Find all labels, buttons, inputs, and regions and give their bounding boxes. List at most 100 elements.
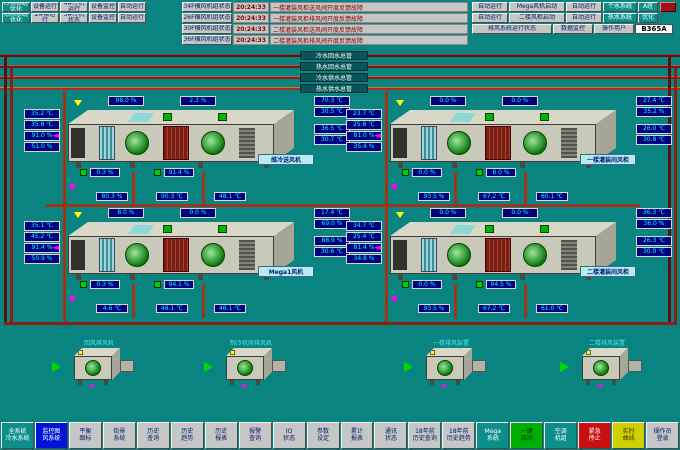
alarm-source-button[interactable]: 34F横风机组状态 — [182, 2, 232, 12]
unit-leg — [398, 274, 403, 280]
sensor-value: 25.4 ℃ — [346, 232, 382, 242]
system-status-button[interactable]: 4#冷机运行 — [60, 2, 88, 12]
airflow-arrow: ◄ — [240, 382, 246, 390]
intake-section — [71, 240, 85, 270]
sensor-value: 60.1 ℃ — [536, 192, 568, 201]
alarm-source-button[interactable]: 36F横风机组状态 — [182, 35, 232, 45]
optimize-button[interactable]: 优化 — [638, 13, 658, 23]
alarm-timestamp: 20:24:33 — [233, 24, 269, 34]
system-status-button[interactable]: 设备监控 — [89, 13, 117, 23]
ahu-name-label: 一楼灌装间风柜 — [580, 154, 636, 165]
toolbar-button[interactable]: 实时 曲线 — [612, 422, 645, 449]
toolbar-button[interactable]: 一键 启动 — [510, 422, 543, 449]
unit-leg — [76, 162, 81, 168]
valve-position-value: 0.3 % — [90, 168, 120, 177]
toolbar-button[interactable]: Mega 系统 — [476, 422, 509, 449]
system-status-button[interactable]: 设备监控 — [89, 2, 117, 12]
unit-leg — [230, 380, 234, 385]
fan-motor-icon — [540, 225, 549, 233]
toolbar-button[interactable]: 通讯 状态 — [374, 422, 407, 449]
airflow-arrow — [396, 212, 404, 218]
toolbar-button[interactable]: 街景 系统 — [103, 422, 136, 449]
toolbar-button[interactable]: 全系统 冷水系统 — [1, 422, 34, 449]
valve-position-value: 94.1 % — [164, 280, 194, 289]
system-status-button[interactable]: 自动运行 — [118, 13, 146, 23]
shift-button[interactable]: A班 — [638, 2, 658, 12]
alarm-message: 二楼灌装风柜送风阀开度反馈故障 — [270, 24, 468, 34]
system-status-button[interactable]: 设备运行 — [31, 2, 59, 12]
run-mode-button[interactable]: 自动运行 — [566, 2, 602, 12]
sensor-value: 48.1 ℃ — [214, 192, 246, 201]
damper-position-value: 0.0 % — [502, 96, 538, 106]
alarm-source-button[interactable]: 30F横风机组状态 — [182, 24, 232, 34]
system-status-button[interactable]: 2#泵运行 — [31, 13, 59, 23]
run-mode-button[interactable]: 自动运行 — [472, 2, 508, 12]
exhaust-fan-label: 二楼排风装置 — [552, 338, 662, 347]
toolbar-button[interactable]: 监控图 风系统 — [35, 422, 68, 449]
airflow-arrow — [74, 212, 82, 218]
alarm-source-button[interactable]: 26F横风机组状态 — [182, 13, 232, 23]
sensor-value: 27.4 ℃ — [636, 96, 672, 106]
system-status-button[interactable]: 热水系统优化 — [2, 13, 30, 23]
airflow-arrow — [396, 100, 404, 106]
system-status-button[interactable]: 3#冷机状态 — [60, 13, 88, 23]
airflow-arrow — [52, 362, 61, 372]
exhaust-system-status-button[interactable]: 排风系统运行状态 — [472, 24, 552, 34]
airflow-arrow — [404, 362, 413, 372]
cooling-coil-section — [485, 126, 511, 160]
water-system-button[interactable]: 个水系统 — [603, 2, 637, 12]
unit-leg — [430, 380, 434, 385]
toolbar-button[interactable]: 18年前 历史查询 — [408, 422, 441, 449]
damper-position-value: 98.0 % — [108, 96, 144, 106]
pipe-vertical — [132, 284, 135, 318]
fan-motor-icon — [218, 113, 227, 121]
toolbar-button[interactable]: 紧急 停止 — [578, 422, 611, 449]
cooling-coil-section — [485, 238, 511, 272]
toolbar-button[interactable]: 操作员 登录 — [646, 422, 679, 449]
ahu-roof — [68, 110, 294, 124]
run-mode-button[interactable]: 自动运行 — [566, 13, 602, 23]
filter-section — [421, 238, 437, 272]
toolbar-button[interactable]: IO 状态 — [273, 422, 306, 449]
toolbar-button[interactable]: 参数 设定 — [307, 422, 340, 449]
toolbar-button[interactable]: 报警 查询 — [239, 422, 272, 449]
airflow-arrow: ◄ — [596, 382, 602, 390]
fan-icon — [447, 131, 471, 155]
topbar-right-row3: 排风系统运行状态 数据监控 操作用户 B365A — [472, 24, 673, 34]
alarm-row: 26F横风机组状态 20:24:33 一楼灌装风柜排风阀开度反馈故障 — [182, 13, 468, 23]
toolbar-button[interactable]: 历史 查询 — [137, 422, 170, 449]
system-status-button[interactable]: 自动运行 — [118, 2, 146, 12]
sensor-value: 80.3 % — [96, 192, 128, 201]
toolbar-button[interactable]: 历史 报表 — [205, 422, 238, 449]
sensor-value: 26.0 ℃ — [636, 124, 672, 134]
fan-motor-icon — [163, 225, 172, 233]
sensor-value: 35.1 ℃ — [24, 221, 60, 231]
operator-button[interactable]: 操作用户 — [594, 24, 634, 34]
sensor-value: 36.0 % — [636, 219, 672, 229]
hot-water-system-button[interactable]: 热水系统 — [603, 13, 637, 23]
toolbar-button[interactable]: 空调 机组 — [544, 422, 577, 449]
exhaust-fan-label: 制冷机房排风机 — [196, 338, 306, 347]
toolbar-button[interactable]: 累计 报表 — [341, 422, 374, 449]
outlet-section — [561, 240, 577, 270]
toolbar-button[interactable]: 18年前 历史趋势 — [442, 422, 475, 449]
filter-section — [99, 238, 115, 272]
sensor-value: 4.6 ℃ — [96, 304, 128, 313]
damper-position-value: 0.0 % — [430, 96, 466, 106]
toolbar-button[interactable]: 平衡 图标 — [69, 422, 102, 449]
mega-fan-start-button[interactable]: Mega风机启动 — [509, 2, 565, 12]
floor2-ahu-start-button[interactable]: 二楼风柜启动 — [509, 13, 565, 23]
system-status-button[interactable]: 冷水系统优化 — [2, 2, 30, 12]
intake-section — [393, 128, 407, 158]
cooling-coil-section — [163, 238, 189, 272]
pipe-vertical — [132, 172, 135, 206]
run-mode-button[interactable]: 自动运行 — [472, 13, 508, 23]
airflow-arrow: ◄ — [374, 132, 381, 141]
data-monitor-button[interactable]: 数据监控 — [553, 24, 593, 34]
sensor-value: 51.0 % — [24, 142, 60, 152]
fan-icon — [447, 243, 471, 267]
ahu-block: 35.1 ℃ 45.2 ℃ 91.4 % 50.9 % 8.0 % 0.0 % — [22, 208, 352, 320]
fan-icon — [125, 131, 149, 155]
toolbar-button[interactable]: 历史 趋势 — [171, 422, 204, 449]
alarm-row: 34F横风机组状态 20:24:33 一楼灌装风柜送风阀开度反馈故障 — [182, 2, 468, 12]
